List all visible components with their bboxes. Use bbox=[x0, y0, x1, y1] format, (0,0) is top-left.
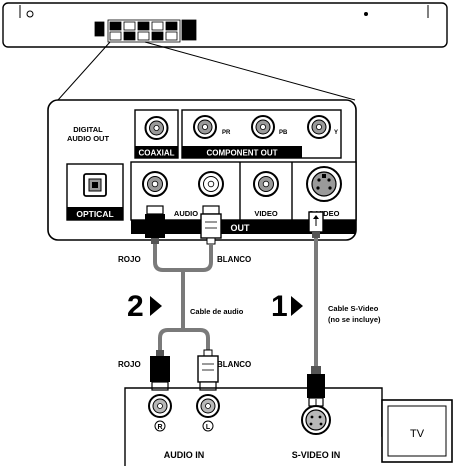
component-jack-pr-label: PR bbox=[222, 130, 231, 136]
rojo-label-top: ROJO bbox=[118, 255, 141, 264]
tv-audio-jack-l bbox=[196, 394, 220, 418]
svideo-label: S-VIDEO bbox=[309, 209, 340, 218]
audio-label: AUDIO bbox=[174, 209, 198, 218]
coaxial-jack bbox=[144, 116, 169, 140]
tv-label: TV bbox=[410, 428, 425, 440]
component-jack-y bbox=[307, 115, 331, 139]
audio-in-label: AUDIO IN bbox=[164, 450, 205, 460]
digital-audio-out-label-2: AUDIO OUT bbox=[67, 134, 110, 143]
video-out-jack bbox=[253, 171, 279, 197]
svideo-cable bbox=[307, 211, 325, 407]
step-2-caption: Cable de audio bbox=[190, 307, 244, 316]
tv-jack-l-label: L bbox=[206, 424, 211, 431]
blanco-label-top: BLANCO bbox=[217, 255, 251, 264]
audio-cable bbox=[145, 205, 222, 391]
step-1-caption-line2: (no se incluye) bbox=[328, 315, 381, 324]
optical-label: OPTICAL bbox=[76, 209, 113, 219]
optical-jack bbox=[83, 173, 107, 197]
tv-set: TV bbox=[381, 399, 453, 463]
component-jack-pr bbox=[193, 115, 217, 139]
step-1-caption-line1: Cable S-Video bbox=[328, 304, 379, 313]
audio-out-jack-left bbox=[142, 171, 168, 197]
rear-connector-cluster bbox=[94, 19, 197, 43]
coaxial-label: COAXIAL bbox=[139, 149, 175, 158]
rojo-label-bottom: ROJO bbox=[118, 360, 141, 369]
dvd-player bbox=[2, 2, 448, 101]
step-2: 2 Cable de audio bbox=[127, 290, 244, 323]
step-1: 1 Cable S-Video (no se incluye) bbox=[271, 290, 381, 324]
out-label: OUT bbox=[231, 223, 251, 233]
svideo-in-label: S-VIDEO IN bbox=[292, 450, 341, 460]
step-2-arrow-icon bbox=[150, 296, 162, 316]
video-label: VIDEO bbox=[254, 209, 278, 218]
component-jack-pb-label: PB bbox=[279, 130, 288, 136]
component-jack-y-label: Y bbox=[334, 130, 338, 136]
audio-out-jack-right bbox=[198, 171, 224, 197]
tv-rear-panel: R L AUDIO IN S-VIDEO IN bbox=[124, 387, 446, 466]
step-2-number: 2 bbox=[127, 290, 144, 323]
component-jack-pb bbox=[251, 115, 275, 139]
step-1-arrow-icon bbox=[291, 296, 303, 316]
svideo-out-jack bbox=[306, 166, 342, 202]
tv-audio-jack-r bbox=[148, 394, 172, 418]
tv-jack-r-label: R bbox=[157, 424, 162, 431]
step-1-number: 1 bbox=[271, 290, 288, 323]
digital-audio-out-label-1: DIGITAL bbox=[73, 125, 103, 134]
blanco-label-bottom: BLANCO bbox=[217, 360, 251, 369]
component-out-label: COMPONENT OUT bbox=[206, 149, 277, 158]
tv-svideo-jack bbox=[301, 405, 331, 435]
rear-panel: DIGITAL AUDIO OUT COAXIAL COMPONENT OUT … bbox=[47, 99, 357, 241]
